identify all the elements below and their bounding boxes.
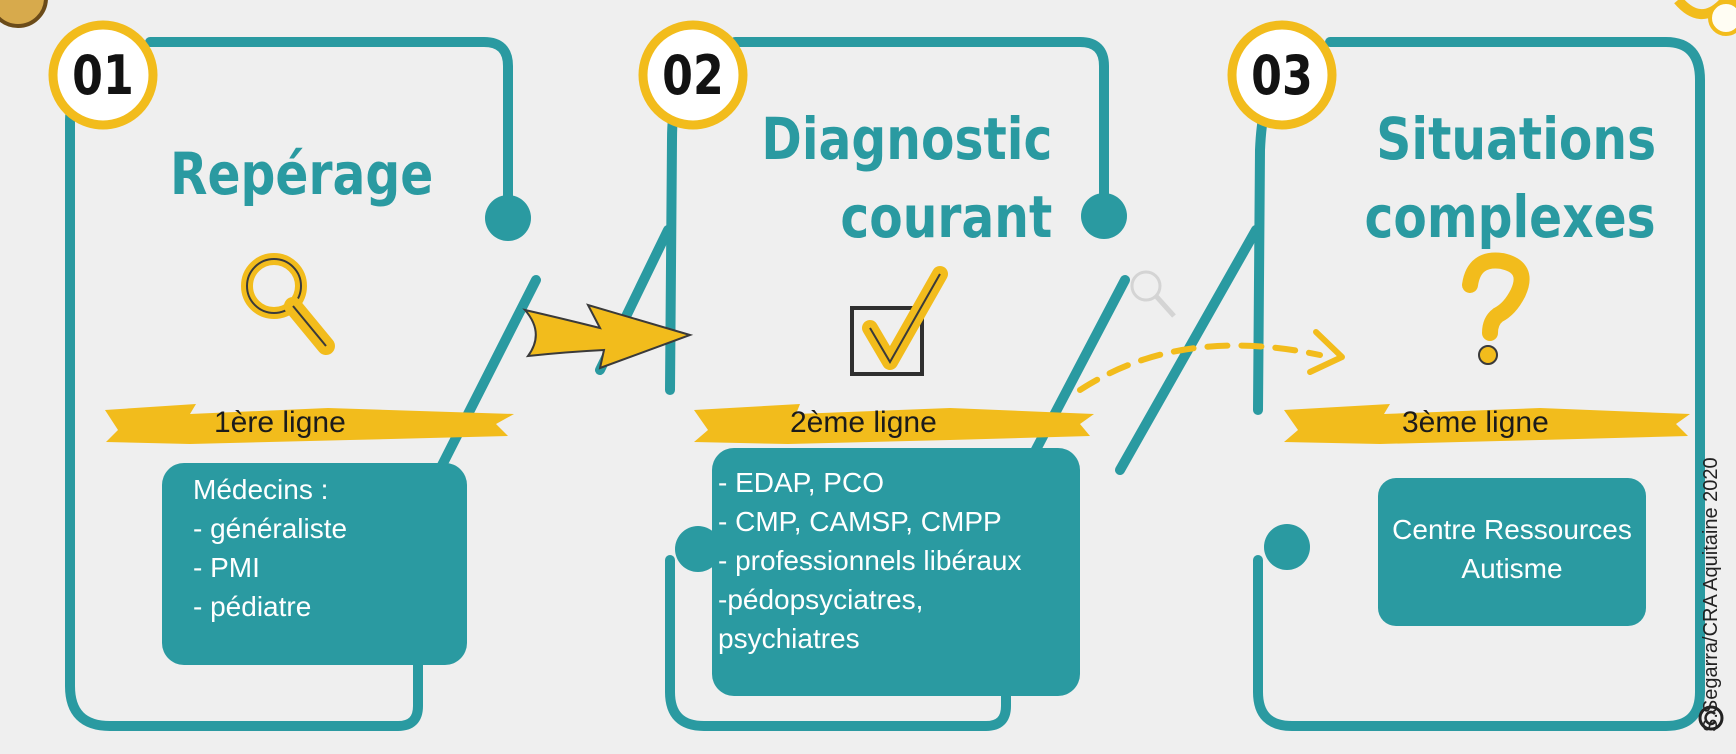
checkbox-icon: [850, 266, 948, 376]
line-band-1: [105, 404, 514, 444]
faint-magnifier-icon: [1130, 270, 1176, 318]
step-1-number-badge: [48, 20, 158, 130]
copyright-icon: [1698, 705, 1724, 731]
step-2-left-dot: [675, 526, 721, 572]
step-3-left-dot: [1264, 524, 1310, 570]
step-3-title-line-1: Situations: [1376, 105, 1656, 173]
details-box-3: [1378, 478, 1646, 626]
line-band-3: [1284, 404, 1690, 444]
step-2-number: 02: [662, 43, 724, 107]
step-2-title-line-1: Diagnostic: [761, 105, 1052, 173]
magnifier-icon: [241, 253, 335, 355]
step-2-dot: [1081, 193, 1127, 239]
step-1-details: Médecins : - généraliste - PMI - pédiatr…: [193, 474, 348, 622]
step-1-line-label: 1ère ligne: [214, 406, 346, 439]
step-1-number: 01: [72, 43, 134, 107]
step-2-details: - EDAP, PCO - CMP, CAMSP, CMPP - profess…: [718, 467, 1022, 654]
step-1-title: Repérage: [170, 140, 434, 208]
step-3-number-badge: [1227, 20, 1337, 130]
step-3-number: 03: [1251, 43, 1313, 107]
step-2-line-label: 2ème ligne: [790, 406, 937, 439]
corner-badge-icon: [0, 0, 48, 28]
step-3-title-line-2: complexes: [1364, 183, 1656, 251]
step-2-number-badge: [638, 20, 748, 130]
step-2-title-line-2: courant: [840, 183, 1052, 251]
credit-text: S.Segarra/CRA Aquitaine 2020: [1700, 457, 1722, 732]
line-band-2: [694, 404, 1094, 444]
step-3-details: Centre Ressources Autisme: [1392, 514, 1632, 584]
dashed-arrow-icon: [1077, 329, 1345, 393]
corner-decoration-icon: [1674, 0, 1736, 36]
step-1-dot: [485, 195, 531, 241]
question-mark-icon: [1462, 252, 1530, 365]
details-box-1: [162, 463, 467, 665]
details-box-2: [712, 448, 1080, 696]
arrow-icon: [522, 303, 694, 370]
step-3-line-label: 3ème ligne: [1402, 406, 1549, 439]
